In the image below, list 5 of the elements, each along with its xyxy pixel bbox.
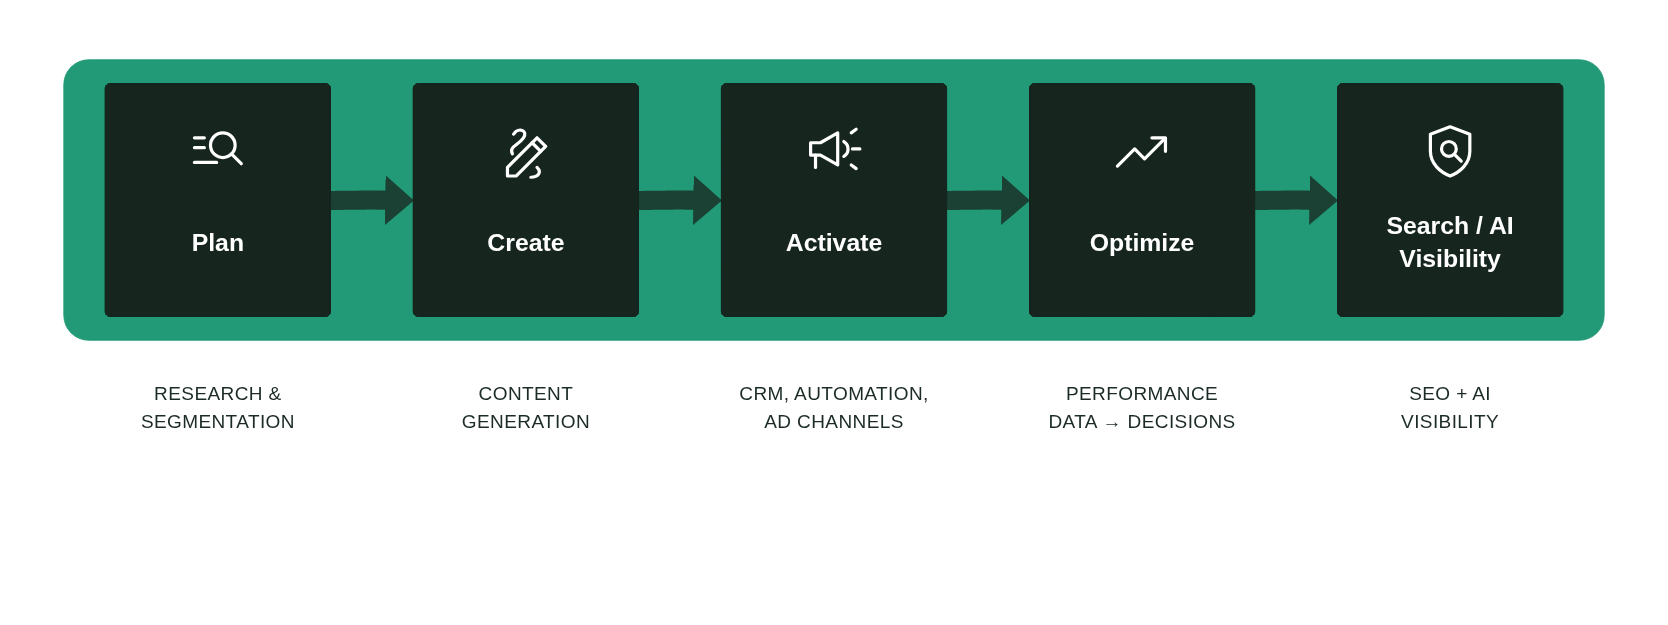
step-caption: SEO + AI VISIBILITY — [1400, 382, 1501, 434]
step-caption: RESEARCH & SEGMENTATION — [139, 382, 296, 434]
step-caption: CONTENT GENERATION — [460, 382, 592, 434]
step-caption: CRM, AUTOMATION, AD CHANNELS — [738, 382, 930, 434]
step-caption: PERFORMANCE DATA → DECISIONS — [1047, 382, 1237, 434]
